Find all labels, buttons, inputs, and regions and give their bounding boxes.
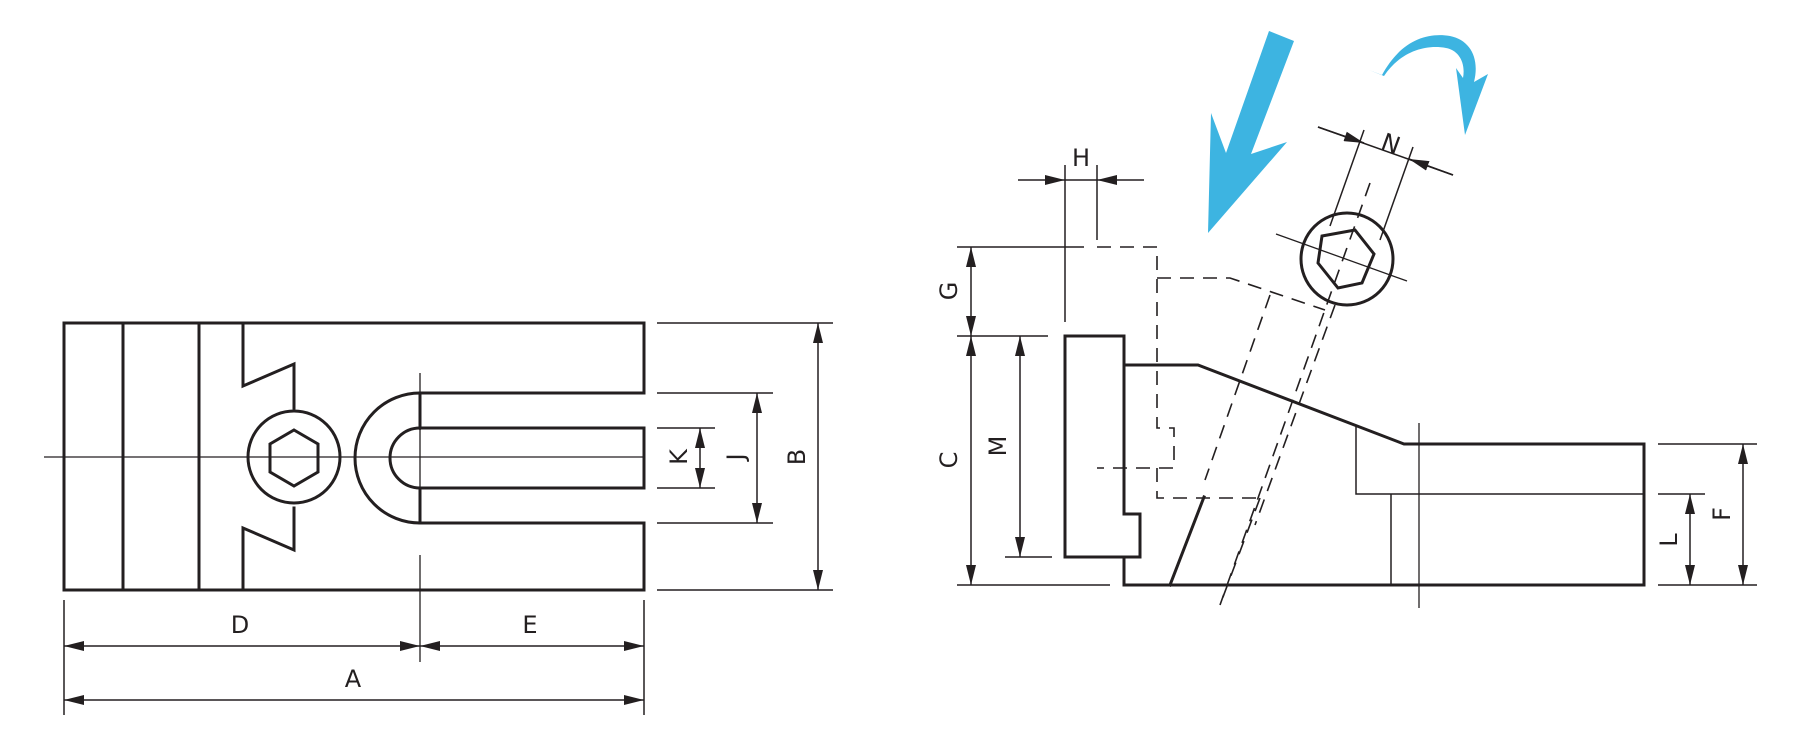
slot-inner-end [388,426,422,490]
blue-rotate-arrow-icon [1369,35,1488,136]
hidden-upper [1157,277,1326,311]
hidden-jaw [1097,246,1175,469]
top-view: D E A B J K [44,321,833,715]
label-h: H [1072,144,1090,172]
label-n: N [1378,126,1404,158]
hidden-bore-1 [1204,294,1271,481]
slot-outer-end [353,391,422,525]
bolt-side-line-2 [1379,146,1414,241]
label-k: K [665,448,693,465]
label-g: G [935,282,963,301]
dim-line-n-arrow-b [1408,158,1454,176]
bore-axis [1219,182,1371,606]
jaw-insert [1063,334,1142,559]
dovetail-top [241,321,296,410]
side-inner-line [1355,425,1644,495]
label-m: M [984,436,1012,457]
label-b: B [783,449,811,465]
label-j: J [722,453,750,462]
bolt-side-line-1 [1329,129,1365,227]
hex-socket-top-view [268,428,320,488]
label-c: C [935,452,963,469]
side-view: H G C M F L N [935,126,1757,608]
action-arrows [1208,31,1488,233]
hidden-bore-2 [1254,304,1336,526]
label-f: F [1708,507,1736,521]
side-view-body [1122,363,1646,587]
hidden-step [1156,468,1260,499]
dim-line-n-arrow-a [1317,126,1365,144]
bolt-axis-cross [1275,233,1408,282]
blue-push-arrow-icon [1208,31,1294,233]
label-d: D [231,611,249,639]
hidden-bore-low [1219,497,1261,606]
label-a: A [345,665,362,693]
label-l: L [1655,533,1683,547]
hex-socket-side-view [1316,228,1376,290]
label-e: E [522,611,537,639]
bore-edge [1168,495,1206,587]
dovetail-bottom [241,506,296,592]
bolt-circle-side-view [1299,211,1395,307]
